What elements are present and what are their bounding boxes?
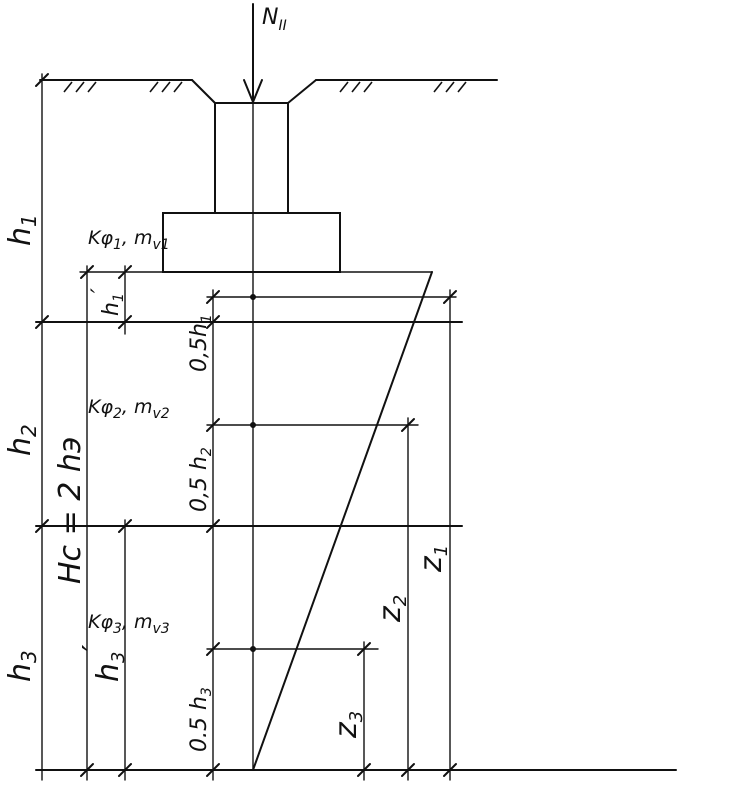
mid-point-2 [250,422,256,428]
foundation-column [214,102,289,214]
hc-label: Hc = 2 hэ [53,437,88,584]
foundation-footing [162,212,341,273]
ground-surface [39,79,498,104]
half-h2-label: 0,5 h2 [187,447,215,512]
h1-prime-label: h1′ [88,288,127,316]
mid-point-3 [250,646,256,652]
z1-label: z1 [414,545,452,573]
load-label: NII [262,5,287,34]
ground-hatching [63,81,467,93]
h3-label: h3 [3,650,41,682]
z-triangle-hypotenuse [252,271,433,771]
layer-1-properties: Kφ1, mv1 [88,227,170,253]
mid-point-1 [250,294,256,300]
half-h1-label: 0,5h1 [187,314,215,372]
z3-label: z3 [329,711,367,739]
layer-3-properties: Kφ3, mv3 [88,611,170,637]
h3-prime-label: h3′ [77,645,129,682]
h2-label: h2 [3,424,41,456]
h1-label: h1 [3,214,41,246]
z2-label: z2 [373,595,411,623]
layer-2-properties: Kφ2, mv2 [88,396,170,422]
half-h3-label: 0.5 h3 [187,687,215,752]
